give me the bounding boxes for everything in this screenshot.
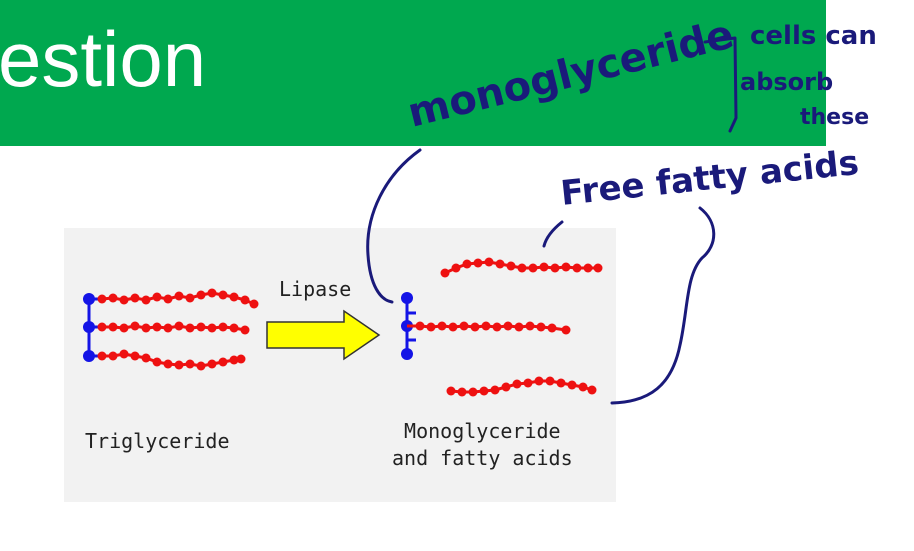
- annotation-cells-line1: cells can: [750, 21, 877, 51]
- annotation-monoglyceride: monoglyceride: [403, 11, 738, 136]
- fatty-acid-chain-3-atoms: [97, 349, 246, 371]
- enzyme-label: Lipase: [279, 277, 352, 301]
- annotation-bracket-cells: [703, 36, 738, 133]
- product-label-line2: and fatty acids: [392, 446, 573, 470]
- glycerol-carbon: [401, 292, 413, 304]
- fatty-acid-chain-1-atoms: [97, 288, 259, 309]
- annotation-free-fatty-acids: Free fatty acids: [559, 143, 861, 214]
- fatty-acid-chain-2-atoms: [97, 321, 250, 335]
- bound-fatty-acid-chain-atoms: [415, 321, 571, 335]
- annotation-cells-line2: absorb: [740, 68, 833, 96]
- glycerol-carbon: [401, 348, 413, 360]
- annotation-pointer-monoglyceride: [366, 148, 422, 304]
- title-banner: [0, 0, 826, 146]
- free-fatty-acid-bottom: [446, 376, 597, 397]
- monoglyceride-molecule: [401, 292, 571, 360]
- reaction-arrow: [266, 309, 381, 361]
- annotation-brace-free-fatty-acids: [610, 206, 716, 405]
- slide-title: estion: [0, 15, 207, 103]
- annotation-tick-free-fatty-acids: [542, 220, 564, 248]
- product-label-line1: Monoglyceride: [404, 419, 561, 443]
- triglyceride-molecule: [83, 288, 259, 371]
- free-fatty-acid-top: [440, 257, 603, 278]
- reactant-label: Triglyceride: [85, 429, 230, 453]
- annotation-cells-line3: these: [800, 105, 869, 130]
- product-label: Monoglyceride and fatty acids: [392, 418, 573, 472]
